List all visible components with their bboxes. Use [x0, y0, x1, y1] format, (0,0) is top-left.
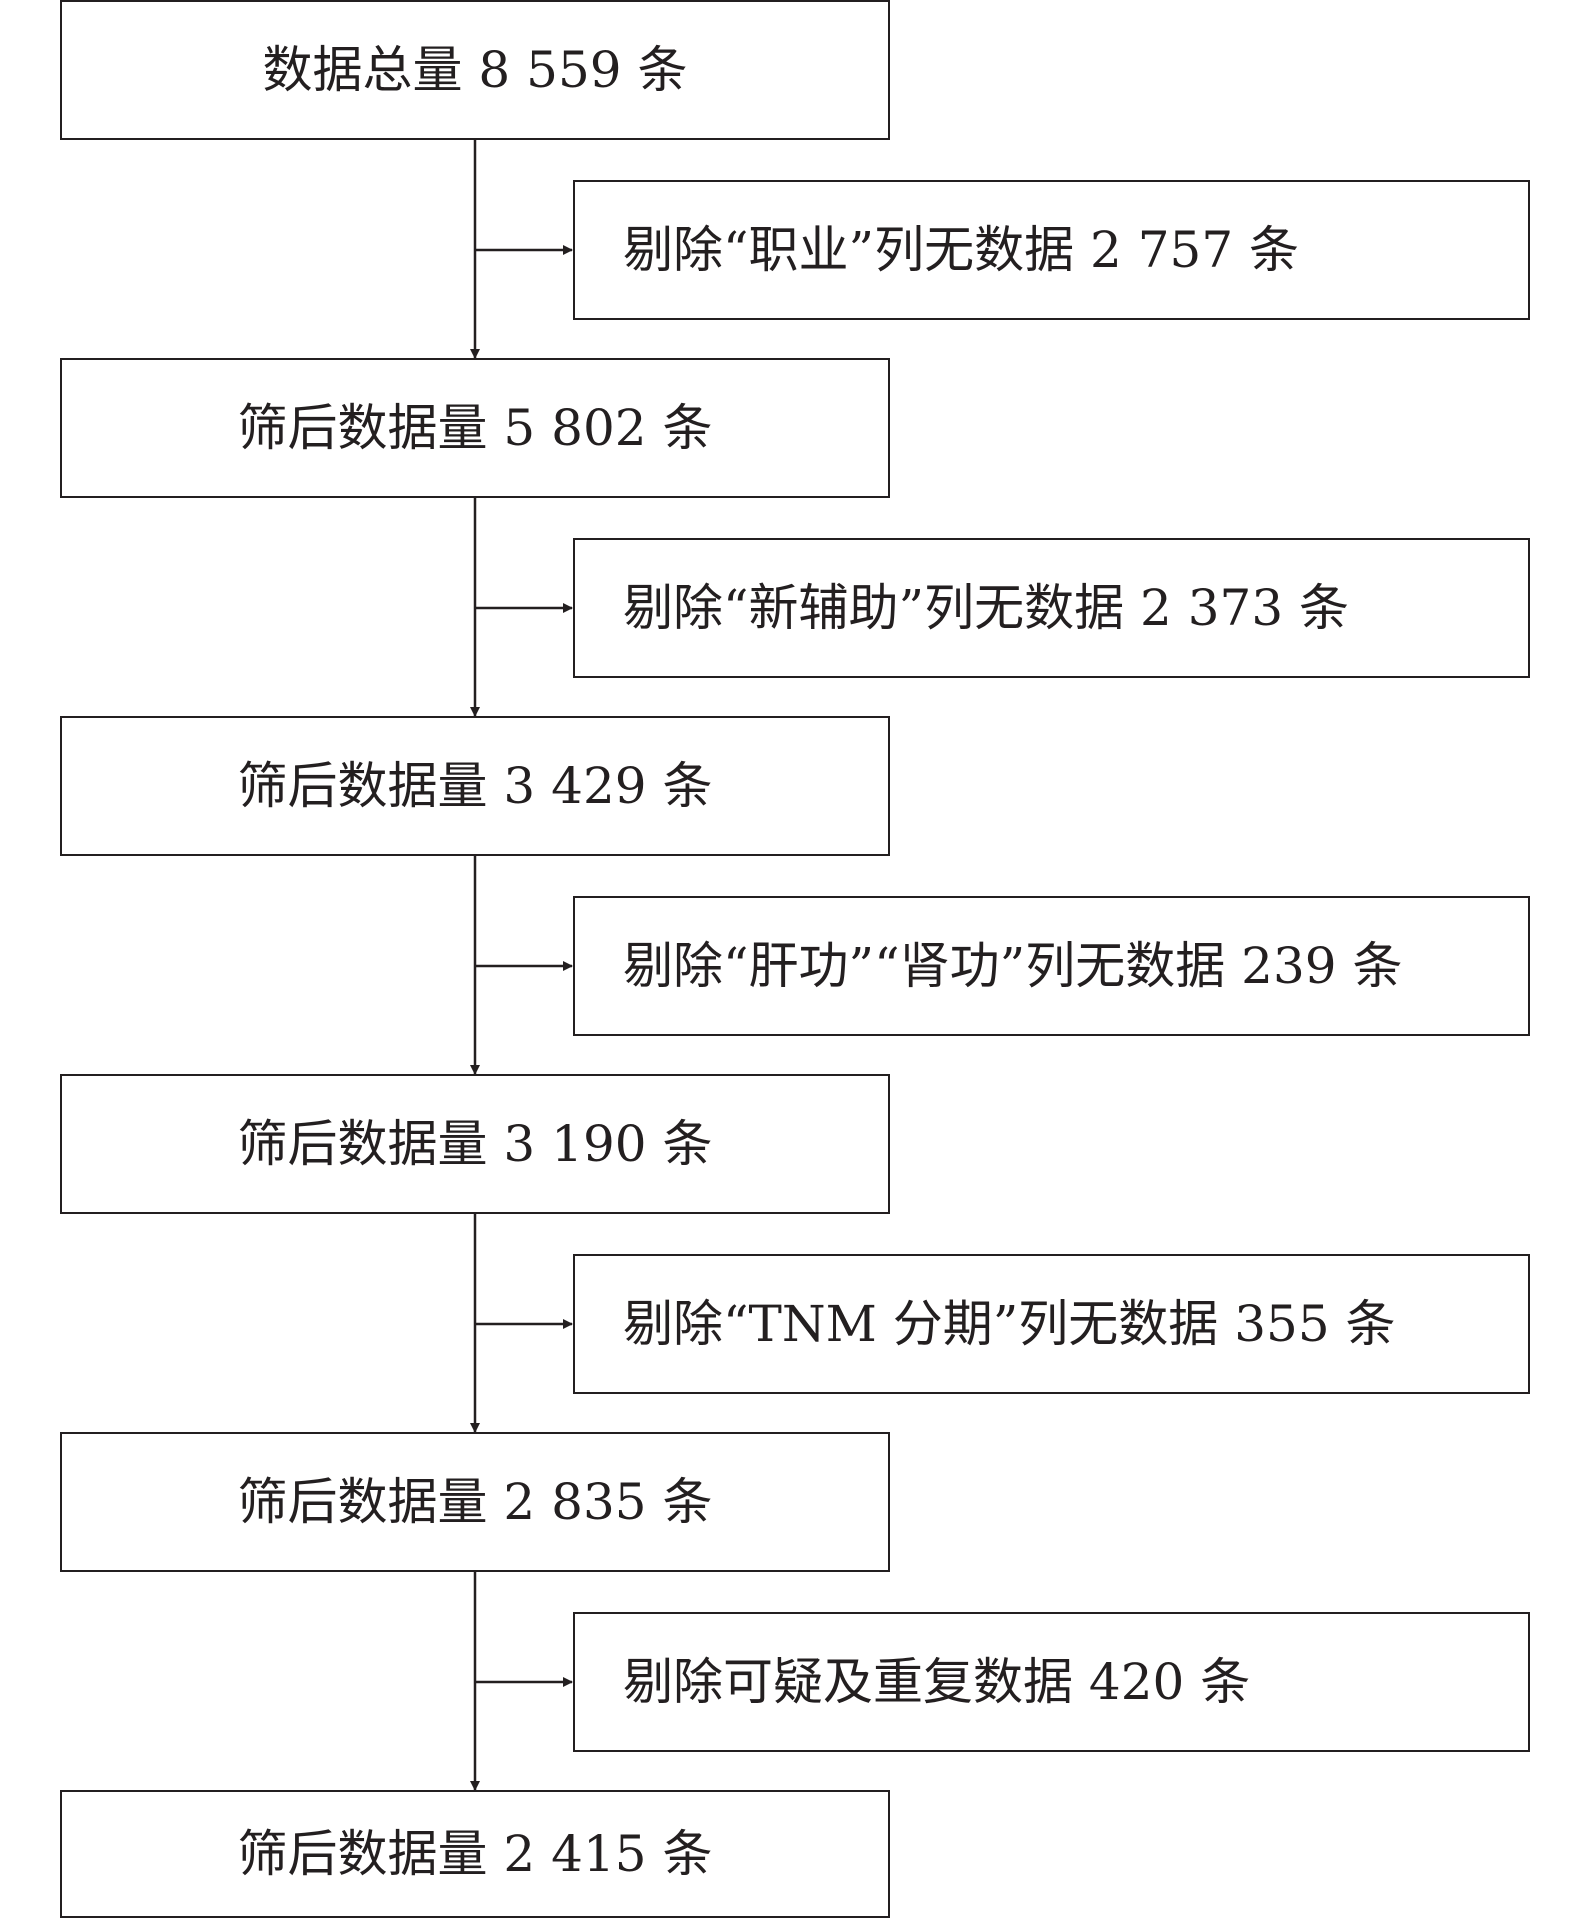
step-after-liver-kidney: 筛后数据量 3 190 条: [60, 1074, 890, 1214]
exclusion-label: 剔除“新辅助”列无数据 2 373 条: [623, 579, 1350, 637]
exclusion-occupation: 剔除“职业”列无数据 2 757 条: [573, 180, 1530, 320]
step-label: 数据总量 8 559 条: [262, 41, 688, 99]
exclusion-label: 剔除“肝功”“肾功”列无数据 239 条: [623, 937, 1403, 995]
step-after-tnm: 筛后数据量 2 835 条: [60, 1432, 890, 1572]
exclusion-duplicates: 剔除可疑及重复数据 420 条: [573, 1612, 1530, 1752]
step-label: 筛后数据量 5 802 条: [237, 399, 713, 457]
exclusion-liver-kidney: 剔除“肝功”“肾功”列无数据 239 条: [573, 896, 1530, 1036]
step-after-neoadjuvant: 筛后数据量 3 429 条: [60, 716, 890, 856]
step-final: 筛后数据量 2 415 条: [60, 1790, 890, 1918]
exclusion-tnm: 剔除“TNM 分期”列无数据 355 条: [573, 1254, 1530, 1394]
step-total: 数据总量 8 559 条: [60, 0, 890, 140]
step-label: 筛后数据量 2 415 条: [237, 1825, 713, 1883]
step-label: 筛后数据量 2 835 条: [237, 1473, 713, 1531]
step-after-occupation: 筛后数据量 5 802 条: [60, 358, 890, 498]
exclusion-neoadjuvant: 剔除“新辅助”列无数据 2 373 条: [573, 538, 1530, 678]
exclusion-label: 剔除可疑及重复数据 420 条: [623, 1653, 1251, 1711]
exclusion-label: 剔除“TNM 分期”列无数据 355 条: [623, 1295, 1396, 1353]
step-label: 筛后数据量 3 190 条: [237, 1115, 713, 1173]
exclusion-label: 剔除“职业”列无数据 2 757 条: [623, 221, 1300, 279]
step-label: 筛后数据量 3 429 条: [237, 757, 713, 815]
